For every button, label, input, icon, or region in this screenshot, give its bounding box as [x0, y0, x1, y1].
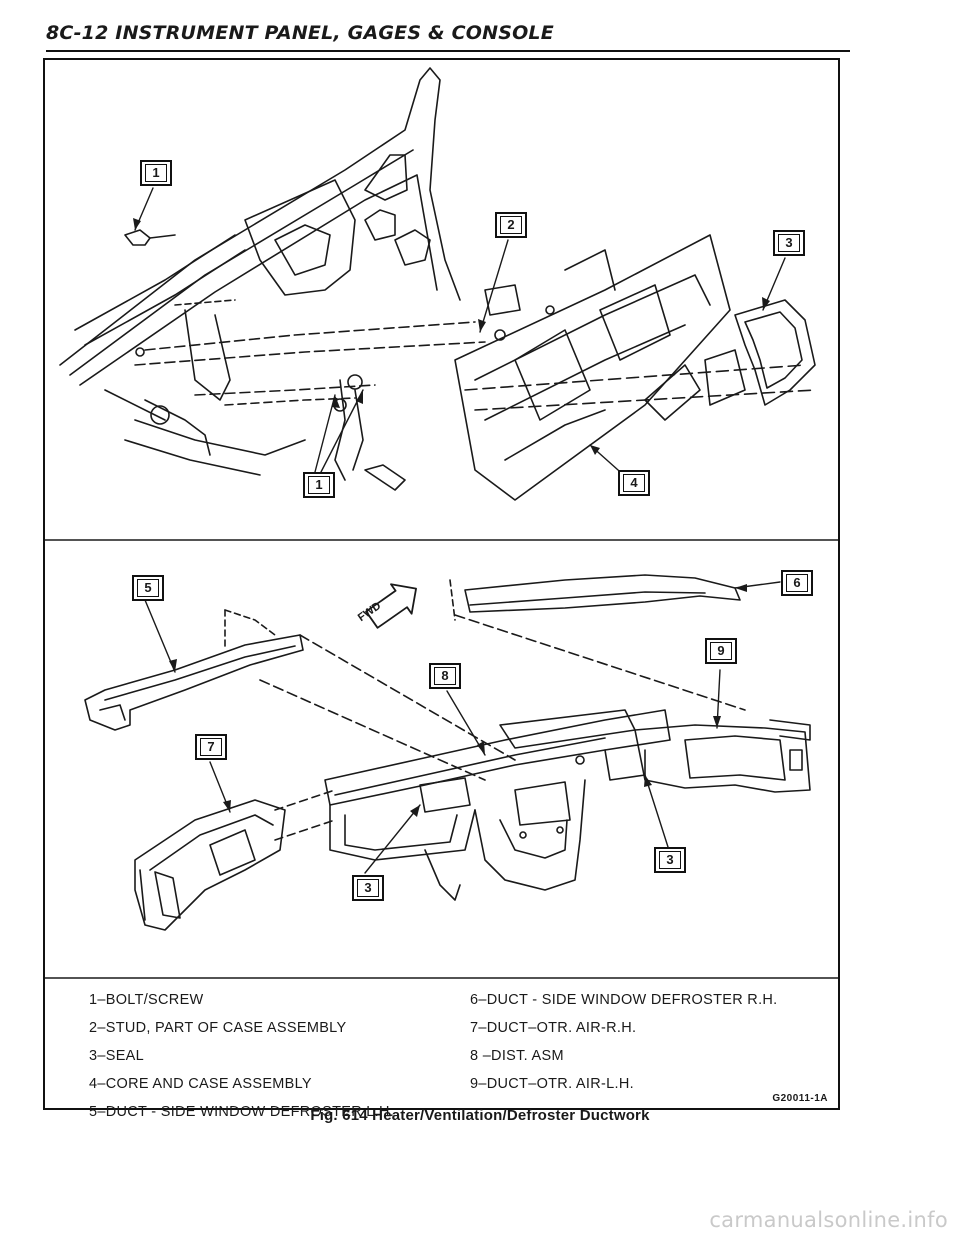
callout-1-lower: 1 — [303, 472, 335, 498]
duct-side-defroster-rh — [449, 574, 741, 621]
legend-item: 8 –DIST. ASM — [470, 1048, 564, 1064]
callout-3-left: 3 — [352, 875, 384, 901]
legend-item: 9–DUCT–OTR. AIR-L.H. — [470, 1076, 634, 1092]
page-title: 8C-12 INSTRUMENT PANEL, GAGES & CONSOLE — [46, 22, 554, 44]
legend-item: 2–STUD, PART OF CASE ASSEMBLY — [89, 1020, 347, 1036]
legend-item: 5–DUCT - SIDE WINDOW DEFROSTER L.H. — [89, 1104, 395, 1120]
legend-item: 1–BOLT/SCREW — [89, 992, 204, 1008]
exploded-diagram — [45, 67, 838, 979]
cowl-structure — [59, 67, 486, 491]
figure-caption: Fig. 614 Heater/Ventilation/Defroster Du… — [310, 1107, 650, 1124]
seal-upper — [704, 299, 816, 406]
distributor-assembly — [324, 709, 671, 901]
callout-3-upper: 3 — [773, 230, 805, 256]
leader-lines — [134, 187, 786, 874]
callout-5: 5 — [132, 575, 164, 601]
callout-7: 7 — [195, 734, 227, 760]
duct-side-defroster-lh — [84, 609, 304, 731]
legend-item: 3–SEAL — [89, 1048, 145, 1064]
site-watermark: carmanualsonline.info — [709, 1208, 948, 1232]
callout-9: 9 — [705, 638, 737, 664]
legend-item: 7–DUCT–OTR. AIR-R.H. — [470, 1020, 637, 1036]
page-header: 8C-12 INSTRUMENT PANEL, GAGES & CONSOLE — [46, 22, 850, 52]
figure-frame: 1 2 3 1 4 5 6 9 8 7 3 3 FWD 1–BOLT/SCREW… — [43, 58, 840, 1120]
duct-outer-air-lh — [634, 719, 811, 793]
callout-1-upper: 1 — [140, 160, 172, 186]
callout-6: 6 — [781, 570, 813, 596]
legend-item: 4–CORE AND CASE ASSEMBLY — [89, 1076, 312, 1092]
leader-arrowheads — [133, 218, 770, 817]
core-and-case-assembly — [454, 234, 816, 501]
callout-2: 2 — [495, 212, 527, 238]
callout-8: 8 — [429, 663, 461, 689]
callout-4: 4 — [618, 470, 650, 496]
callout-3-right: 3 — [654, 847, 686, 873]
fwd-arrow — [365, 583, 417, 629]
figure-code: G20011-1A — [772, 1093, 828, 1104]
duct-outer-air-rh — [134, 789, 336, 931]
legend-item: 6–DUCT - SIDE WINDOW DEFROSTER R.H. — [470, 992, 778, 1008]
